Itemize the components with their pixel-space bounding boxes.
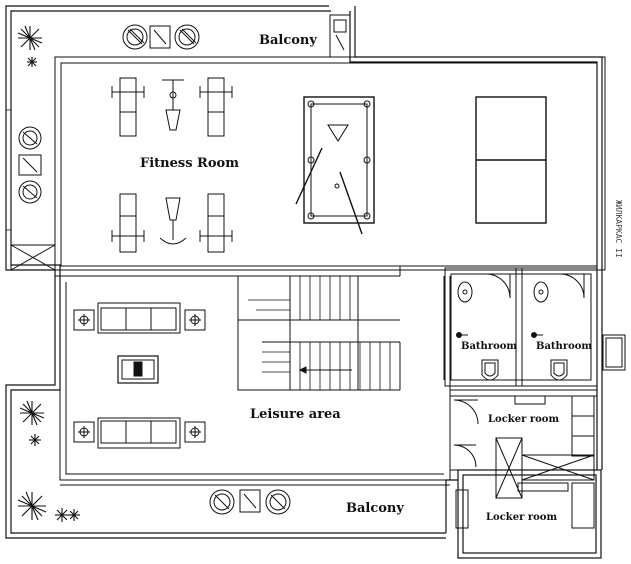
bathroom-right-label: Bathroom [536, 341, 593, 352]
windows [6, 56, 590, 534]
fitness-room-label: Fitness Room [140, 156, 239, 171]
bathroom-left-label: Bathroom [461, 341, 518, 352]
fitness-room-walls [54, 56, 606, 277]
balcony-top-furniture [122, 14, 351, 58]
pool-table [295, 96, 375, 235]
plant-icons [17, 25, 80, 522]
balcony-bottom-label: Balcony [346, 501, 404, 516]
staircase [237, 275, 401, 391]
leisure-furniture [73, 302, 206, 449]
locker-room-walls [449, 389, 598, 529]
ping-pong-table [475, 96, 547, 224]
balcony-top-label: Balcony [259, 33, 317, 48]
bathroom-walls [444, 267, 626, 387]
balcony-left-furniture [10, 126, 56, 271]
locker-room-lower-label: Locker room [486, 512, 558, 523]
fitness-equipment [111, 77, 233, 253]
leisure-area-label: Leisure area [250, 407, 341, 422]
locker-room-upper-label: Locker room [488, 414, 560, 425]
edge-text: ЖИЛКАРКАС II [614, 200, 623, 258]
balcony-bottom-furniture [209, 489, 291, 515]
